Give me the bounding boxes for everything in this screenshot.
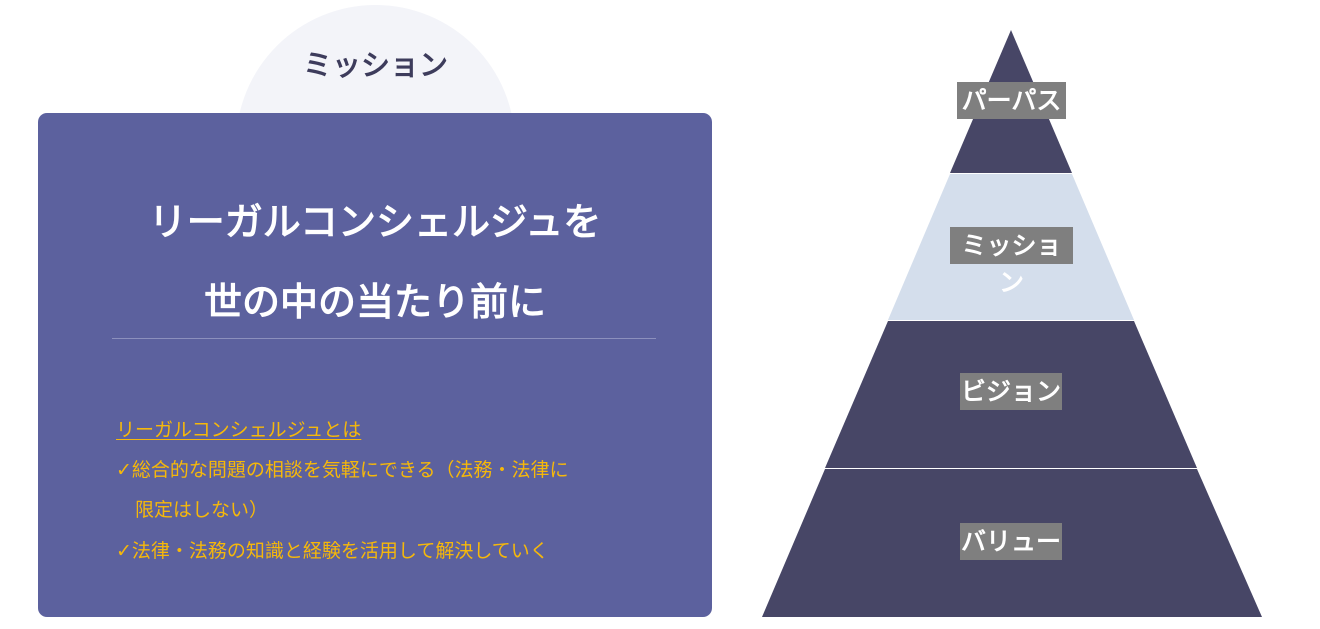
check-icon: ✓: [116, 459, 132, 481]
mission-card: リーガルコンシェルジュを 世の中の当たり前に リーガルコンシェルジュとは ✓総合…: [38, 113, 712, 617]
bullet-1-cont: 限定はしない）: [135, 499, 269, 521]
tab-title: ミッション: [302, 48, 448, 82]
check-icon: ✓: [116, 540, 132, 562]
bullet-1: 総合的な問題の相談を気軽にできる（法務・法律に: [131, 459, 569, 481]
label-mission: ミッション: [950, 227, 1073, 297]
label-purpose: パーパス: [957, 82, 1066, 119]
divider: [112, 338, 656, 339]
label-value: バリュー: [960, 523, 1062, 560]
mission-heading-line2: 世の中の当たり前に: [203, 280, 546, 324]
mission-heading-line1: リーガルコンシェルジュを: [148, 200, 602, 244]
subheading: リーガルコンシェルジュとは: [116, 419, 362, 441]
label-vision: ビジョン: [960, 373, 1062, 410]
bullet-2: 法律・法務の知識と経験を活用して解決していく: [131, 540, 549, 562]
